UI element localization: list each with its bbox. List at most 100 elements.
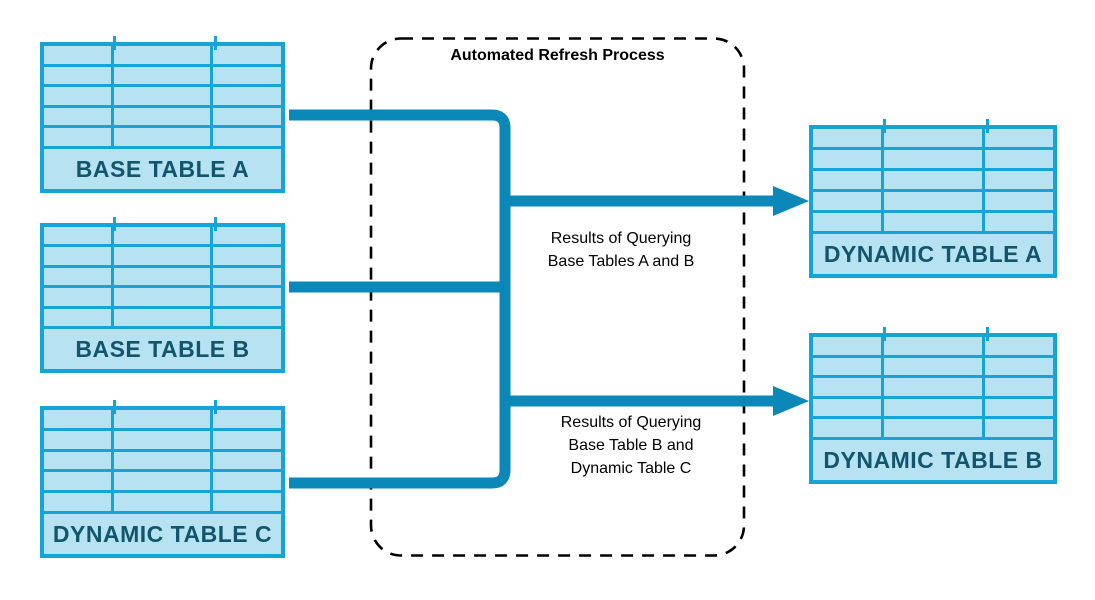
- table-cell: [213, 46, 281, 67]
- table-cell: [44, 472, 114, 494]
- column-tick-icon: [882, 327, 886, 341]
- table-cell: [44, 87, 114, 108]
- table-cell: [113, 247, 214, 268]
- table-cell: [883, 419, 985, 440]
- table-cell: [213, 472, 281, 494]
- table-cell: [813, 398, 884, 420]
- table-cell: [113, 107, 214, 129]
- table-cell: [213, 431, 281, 452]
- column-tick-icon: [214, 217, 218, 231]
- table-cell: [113, 87, 214, 108]
- annotation-query-bc: Results of Querying Base Table B and Dyn…: [560, 414, 702, 477]
- table-cell: [883, 192, 985, 213]
- table-cell: [113, 308, 214, 329]
- table-cell: [44, 493, 114, 514]
- table-cell: [813, 357, 884, 379]
- table-cell: [213, 493, 281, 514]
- dynamic-table-a-label: DYNAMIC TABLE A: [823, 240, 1043, 267]
- table-cell: [883, 171, 985, 192]
- column-tick-icon: [214, 36, 218, 50]
- table-cell: [213, 452, 281, 473]
- table-cell: [883, 378, 985, 399]
- table-cell: [984, 213, 1053, 234]
- table-cell: [813, 337, 884, 358]
- table-cell: [113, 493, 214, 514]
- table-cell: [113, 472, 214, 494]
- table-cell: [44, 107, 114, 129]
- table-cell: [113, 430, 214, 452]
- table-cell: [113, 267, 214, 289]
- base-table-b-node: BASE TABLE B: [40, 217, 285, 373]
- table-grid: [813, 337, 1053, 440]
- annotation-query-ab: Results of Querying Base Tables A and B: [547, 230, 695, 270]
- table-cell: [44, 308, 114, 329]
- table-cell: [883, 398, 985, 420]
- table-cell: [984, 129, 1053, 150]
- dynamic-table-b-label: DYNAMIC TABLE B: [823, 446, 1043, 473]
- connector-trunk: [289, 109, 511, 489]
- table-cell: [213, 128, 281, 149]
- table-cell: [984, 171, 1053, 192]
- arrowhead-to-dynamic-a-icon: [773, 186, 809, 216]
- column-tick-icon: [882, 119, 886, 133]
- column-tick-icon: [985, 119, 989, 133]
- table-cell: [213, 410, 281, 431]
- table-cell: [813, 150, 884, 171]
- table-cell: [213, 247, 281, 268]
- column-tick-icon: [985, 327, 989, 341]
- table-cell: [813, 419, 884, 440]
- table-cell: [883, 337, 985, 358]
- table-cell: [984, 399, 1053, 420]
- table-cell: [883, 150, 985, 171]
- table-cell: [213, 108, 281, 129]
- table-cell: [984, 358, 1053, 379]
- table-cell: [883, 213, 985, 234]
- table-cell: [813, 378, 884, 399]
- table-cell: [984, 337, 1053, 358]
- table-cell: [113, 288, 214, 309]
- table-cell: [813, 171, 884, 192]
- table-cell: [44, 227, 114, 248]
- table-cell: [113, 128, 214, 149]
- dynamic-table-c-node: DYNAMIC TABLE C: [40, 400, 285, 558]
- base-table-b-label: BASE TABLE B: [75, 335, 250, 362]
- table-cell: [113, 410, 214, 431]
- column-tick-icon: [112, 217, 116, 231]
- column-tick-icon: [112, 400, 116, 414]
- table-cell: [113, 451, 214, 473]
- table-cell: [44, 410, 114, 431]
- table-cell: [44, 247, 114, 268]
- table-cell: [883, 129, 985, 150]
- table-cell: [813, 129, 884, 150]
- column-tick-icon: [214, 400, 218, 414]
- table-cell: [213, 87, 281, 108]
- table-cell: [813, 192, 884, 213]
- arrowhead-to-dynamic-b-icon: [773, 386, 809, 416]
- table-cell: [44, 66, 114, 88]
- base-table-a-label: BASE TABLE A: [75, 155, 250, 182]
- table-grid: [44, 227, 281, 329]
- table-grid: [44, 46, 281, 149]
- table-cell: [44, 430, 114, 452]
- table-cell: [213, 268, 281, 289]
- table-cell: [113, 227, 214, 248]
- base-table-a-node: BASE TABLE A: [40, 36, 285, 193]
- table-cell: [213, 227, 281, 248]
- table-cell: [44, 267, 114, 289]
- table-cell: [813, 213, 884, 234]
- process-box-title: Automated Refresh Process: [450, 47, 665, 64]
- table-cell: [984, 192, 1053, 213]
- table-cell: [984, 419, 1053, 440]
- table-cell: [44, 46, 114, 67]
- table-cell: [984, 150, 1053, 171]
- table-grid: [813, 129, 1053, 234]
- table-cell: [44, 451, 114, 473]
- table-cell: [213, 288, 281, 309]
- table-cell: [213, 67, 281, 88]
- table-cell: [113, 66, 214, 88]
- dynamic-table-c-label: DYNAMIC TABLE C: [52, 520, 273, 547]
- table-cell: [44, 288, 114, 309]
- table-cell: [984, 378, 1053, 399]
- table-cell: [213, 309, 281, 329]
